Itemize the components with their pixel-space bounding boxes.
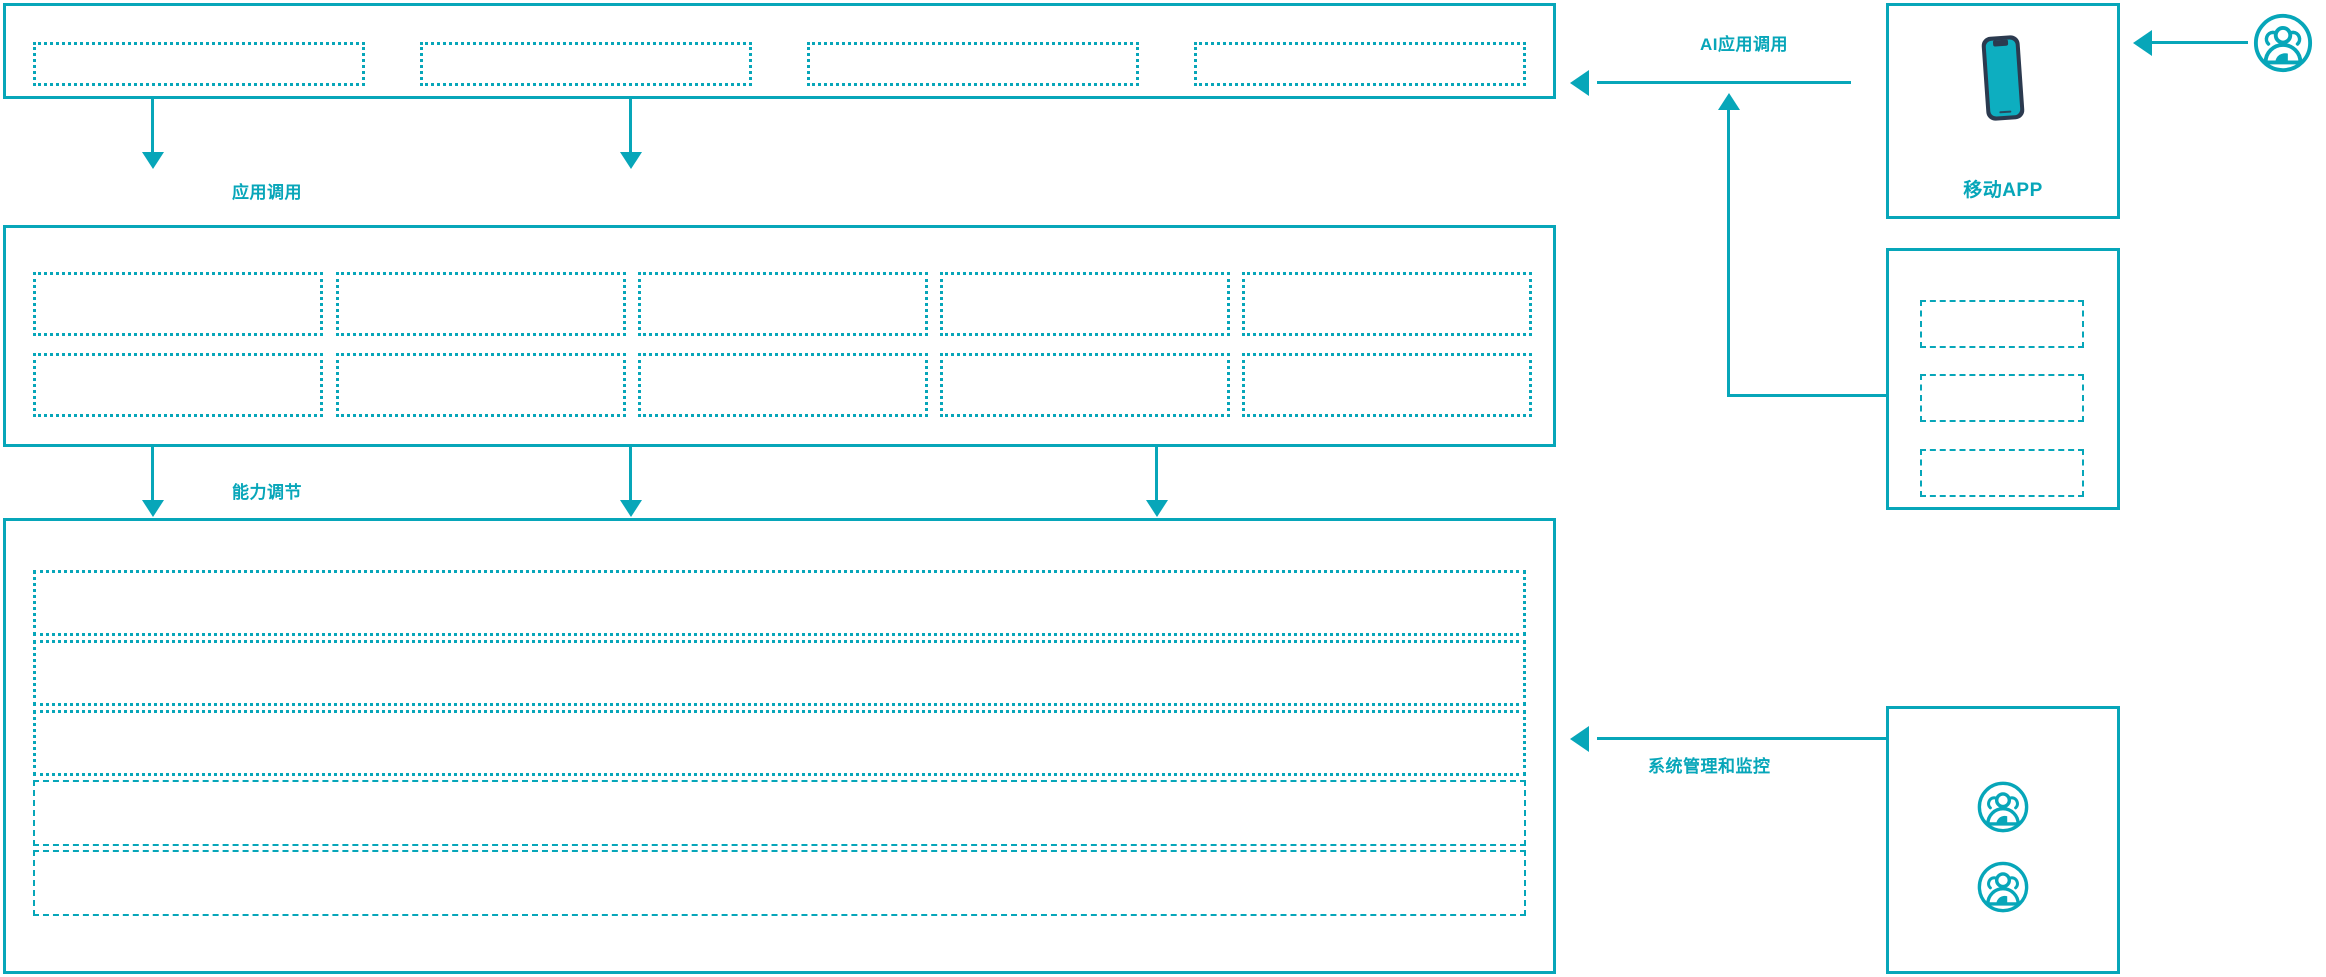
capability-tune-label: 能力调节 bbox=[232, 483, 302, 502]
capability-slot-r1c2[interactable] bbox=[336, 272, 626, 336]
app-call-label: 应用调用 bbox=[232, 183, 302, 202]
app-call-connector-line-2 bbox=[629, 99, 632, 154]
capability-tune-connector-line-3 bbox=[1155, 447, 1158, 502]
platform-slot-2[interactable] bbox=[33, 640, 1526, 706]
app-call-arrow-1 bbox=[142, 152, 164, 169]
application-slot-2[interactable] bbox=[420, 42, 752, 86]
app-call-arrow-2 bbox=[620, 152, 642, 169]
system-admin-line bbox=[1597, 737, 1887, 740]
modules-elbow-arrow bbox=[1718, 93, 1740, 110]
system-admin-arrow bbox=[1570, 726, 1589, 752]
platform-slot-4[interactable] bbox=[33, 780, 1526, 846]
smartphone-icon bbox=[1975, 28, 2031, 128]
modules-slot-1[interactable] bbox=[1920, 300, 2084, 348]
modules-elbow-vertical bbox=[1727, 110, 1730, 397]
mobile-app-label: 移动APP bbox=[1963, 180, 2043, 201]
capability-tune-arrow-1 bbox=[142, 500, 164, 517]
modules-slot-3[interactable] bbox=[1920, 449, 2084, 497]
users-group-icon bbox=[2252, 12, 2314, 74]
ai-app-call-line bbox=[1597, 81, 1851, 84]
user-to-app-arrow bbox=[2133, 30, 2152, 56]
application-slot-3[interactable] bbox=[807, 42, 1139, 86]
modules-elbow-horizontal bbox=[1727, 394, 1887, 397]
capability-tune-connector-line-2 bbox=[629, 447, 632, 502]
capability-slot-r2c1[interactable] bbox=[33, 353, 323, 417]
capability-tune-arrow-2 bbox=[620, 500, 642, 517]
users-group-icon bbox=[1976, 780, 2030, 834]
capability-slot-r1c3[interactable] bbox=[638, 272, 928, 336]
app-call-connector-line-1 bbox=[151, 99, 154, 154]
ai-app-call-arrow bbox=[1570, 70, 1589, 96]
capability-slot-r2c2[interactable] bbox=[336, 353, 626, 417]
modules-slot-2[interactable] bbox=[1920, 374, 2084, 422]
capability-slot-r2c4[interactable] bbox=[940, 353, 1230, 417]
platform-slot-1[interactable] bbox=[33, 570, 1526, 636]
capability-tune-arrow-3 bbox=[1146, 500, 1168, 517]
capability-slot-r1c5[interactable] bbox=[1242, 272, 1532, 336]
users-card bbox=[1886, 706, 2120, 974]
system-admin-label: 系统管理和监控 bbox=[1648, 757, 1771, 776]
platform-slot-3[interactable] bbox=[33, 710, 1526, 776]
capability-slot-r2c5[interactable] bbox=[1242, 353, 1532, 417]
capability-slot-r1c4[interactable] bbox=[940, 272, 1230, 336]
application-slot-1[interactable] bbox=[33, 42, 365, 86]
users-group-icon bbox=[1976, 860, 2030, 914]
user-to-app-connector-line bbox=[2152, 41, 2248, 44]
ai-app-call-label: AI应用调用 bbox=[1700, 35, 1788, 54]
capability-tune-connector-line-1 bbox=[151, 447, 154, 502]
capability-slot-r2c3[interactable] bbox=[638, 353, 928, 417]
capability-slot-r1c1[interactable] bbox=[33, 272, 323, 336]
application-slot-4[interactable] bbox=[1194, 42, 1526, 86]
platform-slot-5[interactable] bbox=[33, 850, 1526, 916]
